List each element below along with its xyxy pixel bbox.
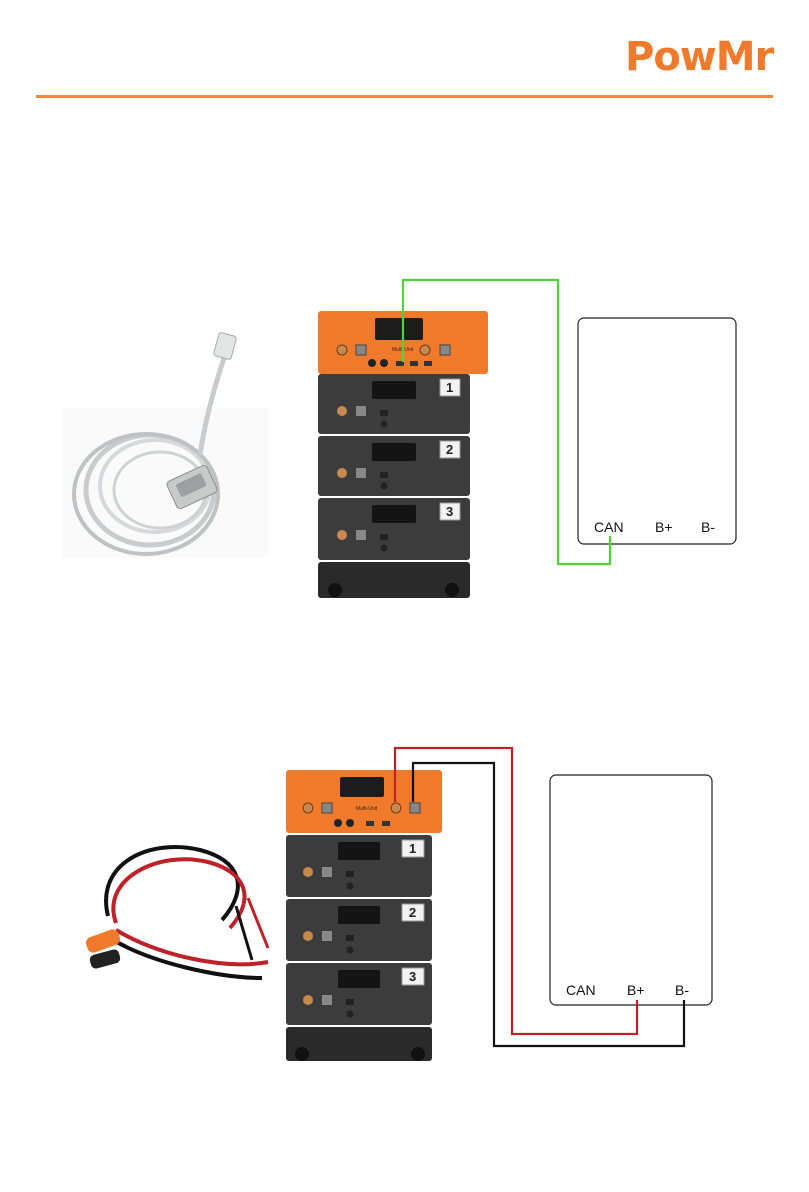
power-cable-icon <box>84 847 268 978</box>
battery-module-2: 2 <box>286 899 432 961</box>
module-number-2: 2 <box>409 905 416 920</box>
module-number-2: 2 <box>446 442 453 457</box>
module-number-3: 3 <box>446 504 453 519</box>
port-can: CAN <box>566 982 596 998</box>
controller-module: Multi-Unit <box>286 770 442 833</box>
inverter-box: CAN B+ B- <box>550 775 712 1005</box>
port-b-plus: B+ <box>655 519 673 535</box>
battery-stack: Multi-Unit 1 <box>286 770 442 1061</box>
controller-label: Multi-Unit <box>356 806 378 812</box>
module-number-1: 1 <box>409 841 416 856</box>
power-wiring-diagram: Multi-Unit 1 <box>0 738 809 1068</box>
battery-module-1: 1 <box>286 835 432 897</box>
stack-base <box>318 562 470 598</box>
powmr-logo: PowMr <box>625 34 773 80</box>
port-can: CAN <box>594 519 624 535</box>
module-number-3: 3 <box>409 969 416 984</box>
header-rule <box>36 95 773 98</box>
battery-module-2: 2 <box>318 436 470 496</box>
port-b-plus: B+ <box>627 982 645 998</box>
module-number-1: 1 <box>446 380 453 395</box>
port-b-minus: B- <box>701 519 715 535</box>
inverter-box: CAN B+ B- <box>578 318 736 544</box>
communication-cable-icon <box>62 332 268 558</box>
port-b-minus: B- <box>675 982 689 998</box>
battery-module-3: 3 <box>318 498 470 560</box>
can-wiring-diagram: Multi-Unit 1 <box>0 250 809 610</box>
battery-module-1: 1 <box>318 374 470 434</box>
battery-module-3: 3 <box>286 963 432 1025</box>
stack-base <box>286 1027 432 1061</box>
